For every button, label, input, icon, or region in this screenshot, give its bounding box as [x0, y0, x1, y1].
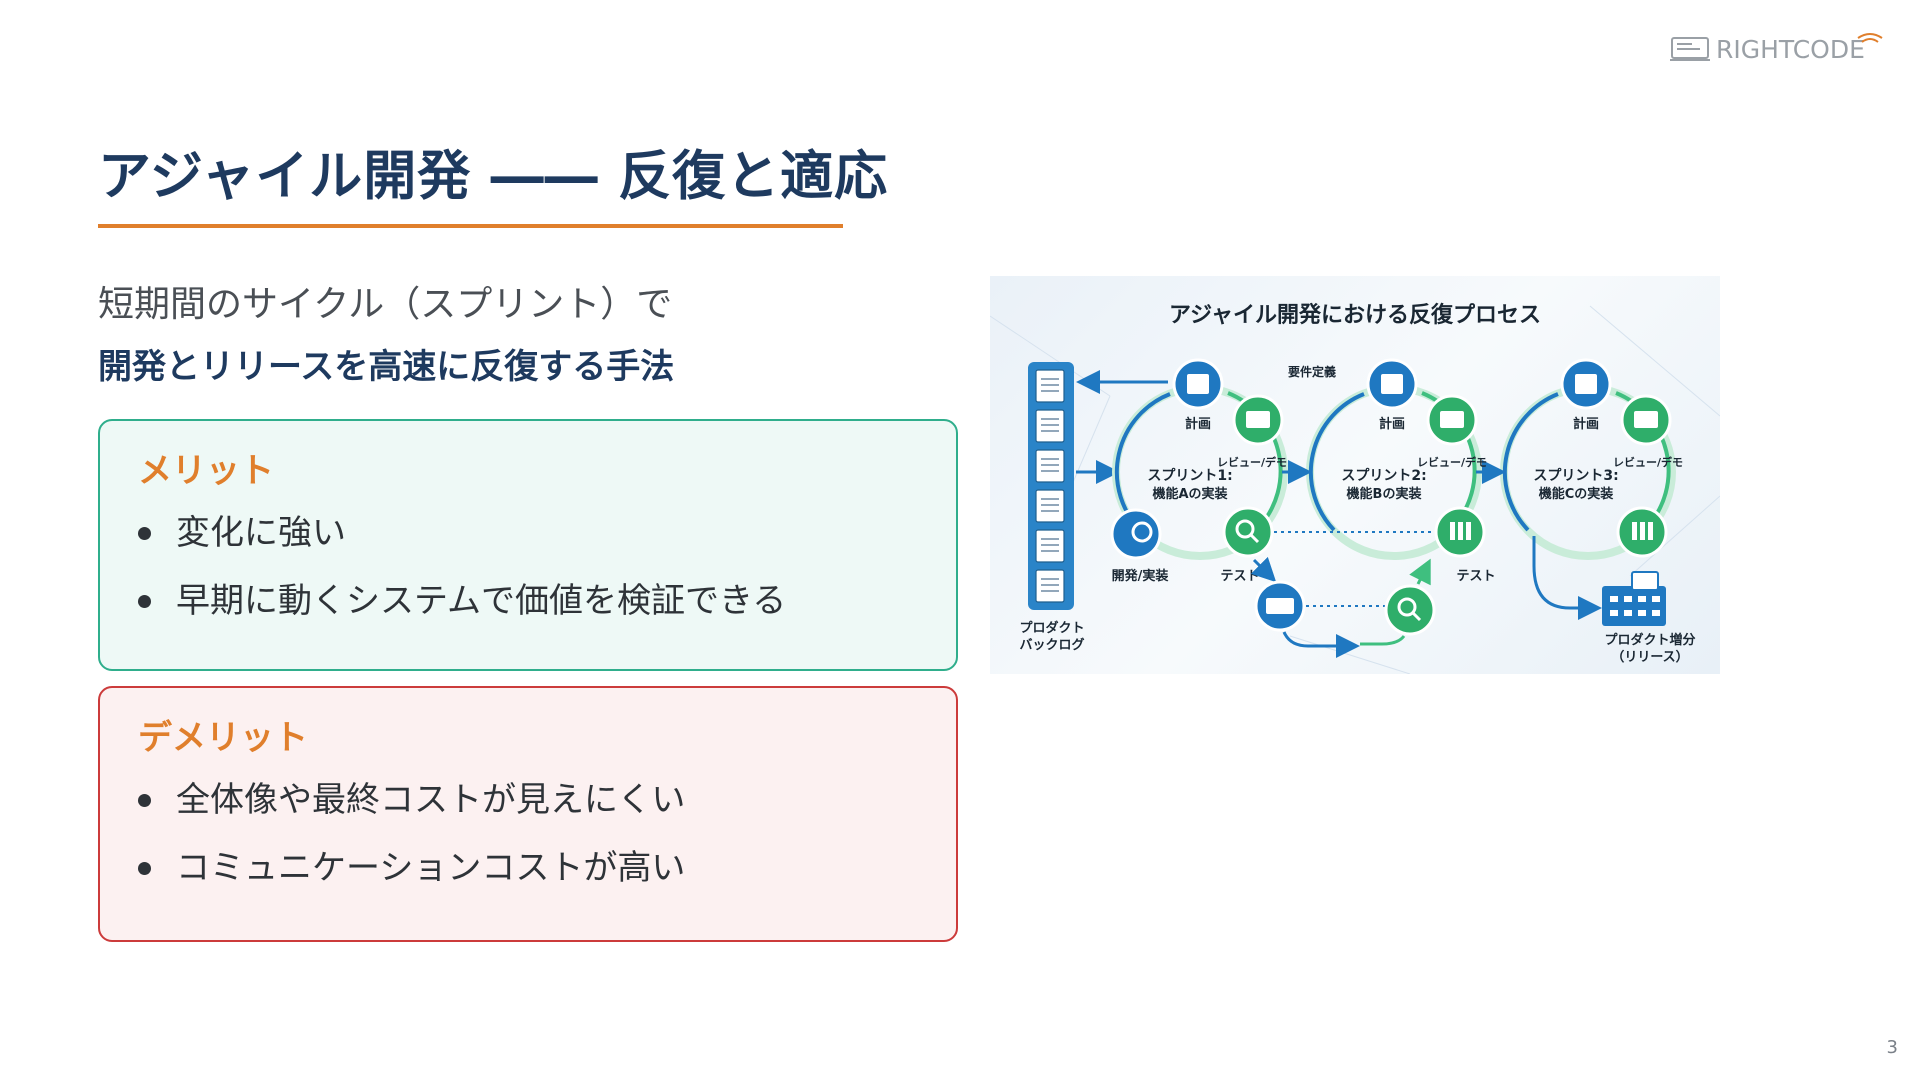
arrow-to-retest	[1282, 631, 1360, 658]
gear-inner-icon	[1131, 521, 1153, 543]
demerit-box: デメリット 全体像や最終コストが見えにくい コミュニケーションコストが高い	[98, 686, 958, 942]
demerit-heading: デメリット	[138, 718, 308, 758]
monitor-icon	[1634, 411, 1658, 428]
bullet-icon	[138, 527, 151, 540]
merit-item-text: 早期に動くシステムで価値を検証できる	[176, 581, 787, 621]
calendar-icon	[1575, 374, 1597, 394]
merit-box: メリット 変化に強い 早期に動くシステムで価値を検証できる	[98, 419, 958, 671]
brand-logo: RIGHTCODE	[1670, 28, 1890, 68]
increment-label-1: プロダクト増分	[1604, 632, 1695, 648]
requirements-label: 要件定義	[1288, 364, 1336, 379]
document-icon	[1035, 529, 1065, 563]
document-icon	[1035, 489, 1065, 523]
merit-item-text: 変化に強い	[176, 513, 346, 553]
list-item: 変化に強い	[138, 511, 786, 555]
sprint-1-test-label: テスト	[1220, 569, 1259, 584]
arrow-test-to-build	[1250, 556, 1277, 583]
document-icon	[1035, 569, 1065, 603]
demerit-item-text: コミュニケーションコストが高い	[176, 848, 686, 888]
sprint-3-arc-blue	[1502, 392, 1559, 532]
page-title: アジャイル開発 ―― 反復と適応	[98, 146, 889, 207]
backlog-label-2: バックログ	[1019, 637, 1084, 653]
demerit-item-text: 全体像や最終コストが見えにくい	[176, 780, 686, 820]
sprint-2-test-label: テスト	[1456, 569, 1495, 584]
sprint-2-name: スプリント2:	[1341, 468, 1426, 484]
sprint-2-plan-label: 計画	[1379, 416, 1405, 432]
arrow-to-release	[1532, 536, 1602, 620]
gear-icon	[1110, 508, 1162, 560]
calendar-icon	[1381, 374, 1403, 394]
backlog-label-1: プロダクト	[1019, 620, 1084, 636]
sprint-2-arc-blue	[1308, 392, 1365, 532]
sprint-1-dev-label: 開発/実装	[1112, 568, 1169, 584]
document-icon	[1035, 409, 1065, 443]
sprint-3-review-label: レビュー/デモ	[1613, 455, 1683, 469]
sprint-1-review-label: レビュー/デモ	[1217, 455, 1287, 469]
bullet-icon	[138, 862, 151, 875]
calendar-icon	[1187, 374, 1209, 394]
document-icon	[1035, 449, 1065, 483]
agile-process-diagram: アジャイル開発における反復プロセス プロダクト バックログ	[990, 276, 1720, 674]
monitor-icon	[1246, 411, 1270, 428]
sprint-loop-arcs	[1114, 391, 1671, 532]
sprint-3-detail: 機能Cの実装	[1539, 486, 1614, 502]
monitor-icon	[1440, 411, 1464, 428]
lead-line-1: 短期間のサイクル（スプリント）で	[98, 284, 673, 325]
sprint-1-detail: 機能Aの実装	[1152, 486, 1227, 502]
merit-list: 変化に強い 早期に動くシステムで価値を検証できる	[138, 511, 786, 647]
title-underline	[98, 224, 843, 228]
building-icon	[1602, 586, 1666, 626]
sprint-3-plan-label: 計画	[1573, 416, 1599, 432]
list-item: 早期に動くシステムで価値を検証できる	[138, 579, 786, 623]
lead-line-2: 開発とリリースを高速に反復する手法	[98, 347, 675, 387]
agile-diagram-svg: アジャイル開発における反復プロセス プロダクト バックログ	[990, 302, 1720, 674]
backlog-document-icons	[1035, 369, 1065, 603]
lead-text: 短期間のサイクル（スプリント）で 開発とリリースを高速に反復する手法	[98, 280, 958, 392]
title-block: アジャイル開発 ―― 反復と適応	[98, 142, 889, 228]
diagram-title: アジャイル開発における反復プロセス	[1169, 302, 1541, 328]
increment-label-2: （リリース）	[1611, 649, 1688, 665]
document-icon	[1035, 369, 1065, 403]
document-lines	[1041, 378, 1059, 592]
arrow-retest-green	[1360, 635, 1406, 646]
sprint-1-plan-label: 計画	[1185, 416, 1211, 432]
logo-text: RIGHTCODE	[1716, 35, 1865, 64]
list-item: 全体像や最終コストが見えにくい	[138, 778, 685, 822]
demerit-list: 全体像や最終コストが見えにくい コミュニケーションコストが高い	[138, 778, 685, 914]
magnifier-icon	[1222, 506, 1274, 558]
magnifier-icon	[1384, 584, 1436, 636]
bullet-icon	[138, 595, 151, 608]
sprint-1-name: スプリント1:	[1147, 468, 1232, 484]
arrow-up-to-test	[1409, 558, 1431, 586]
bullet-icon	[138, 794, 151, 807]
sprint-2-review-label: レビュー/デモ	[1417, 455, 1487, 469]
sprint-2-detail: 機能Bの実装	[1347, 486, 1422, 502]
laptop-logo-icon: RIGHTCODE	[1670, 33, 1883, 64]
page-number: 3	[1886, 1037, 1898, 1058]
list-item: コミュニケーションコストが高い	[138, 846, 685, 890]
sprint-3-name: スプリント3:	[1533, 468, 1618, 484]
merit-heading: メリット	[138, 451, 274, 491]
